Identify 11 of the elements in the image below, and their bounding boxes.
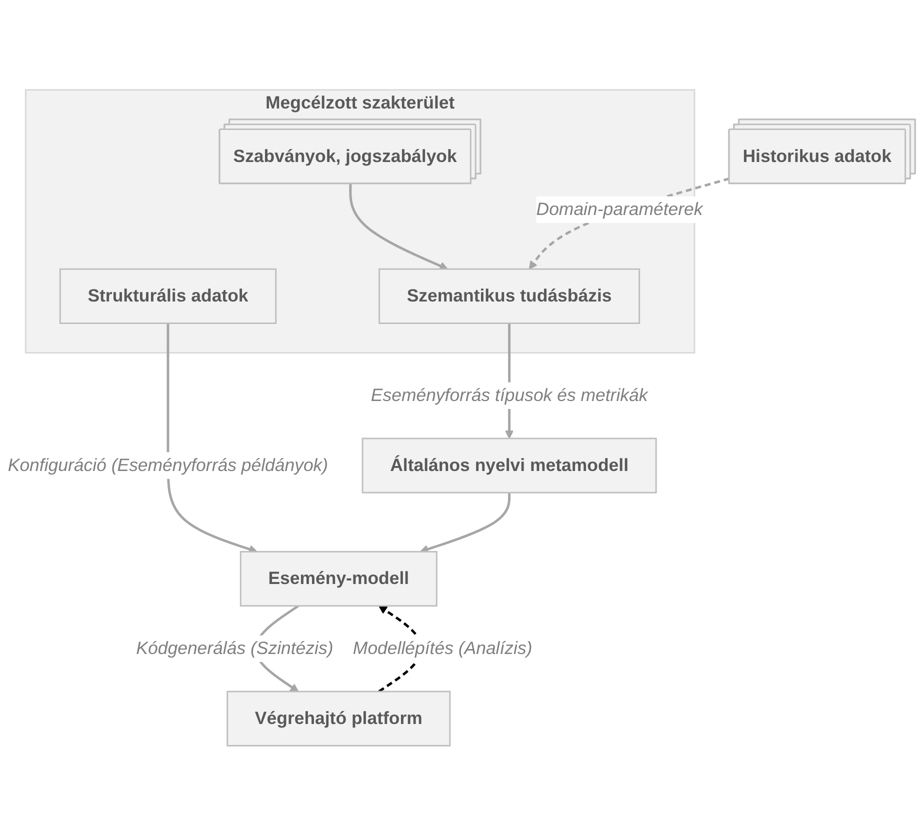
node-box: Általános nyelvi metamodell [362,437,657,494]
arrow [528,177,730,270]
node-box: Strukturális adatok [59,268,277,324]
node-box: Végrehajtó platform [226,690,451,746]
arrow [349,184,448,270]
node-box: Szemantikus tudásbázis [378,268,640,324]
edge-label: Modellépítés (Analízis) [352,638,532,658]
edge-label: Eseményforrás típusok és metrikák [370,384,648,405]
edge-label: Konfiguráció (Eseményforrás példányok) [8,454,328,475]
edge-label: Kódgenerálás (Szintézis) [136,638,334,658]
node-box: Esemény-modell [240,550,438,606]
